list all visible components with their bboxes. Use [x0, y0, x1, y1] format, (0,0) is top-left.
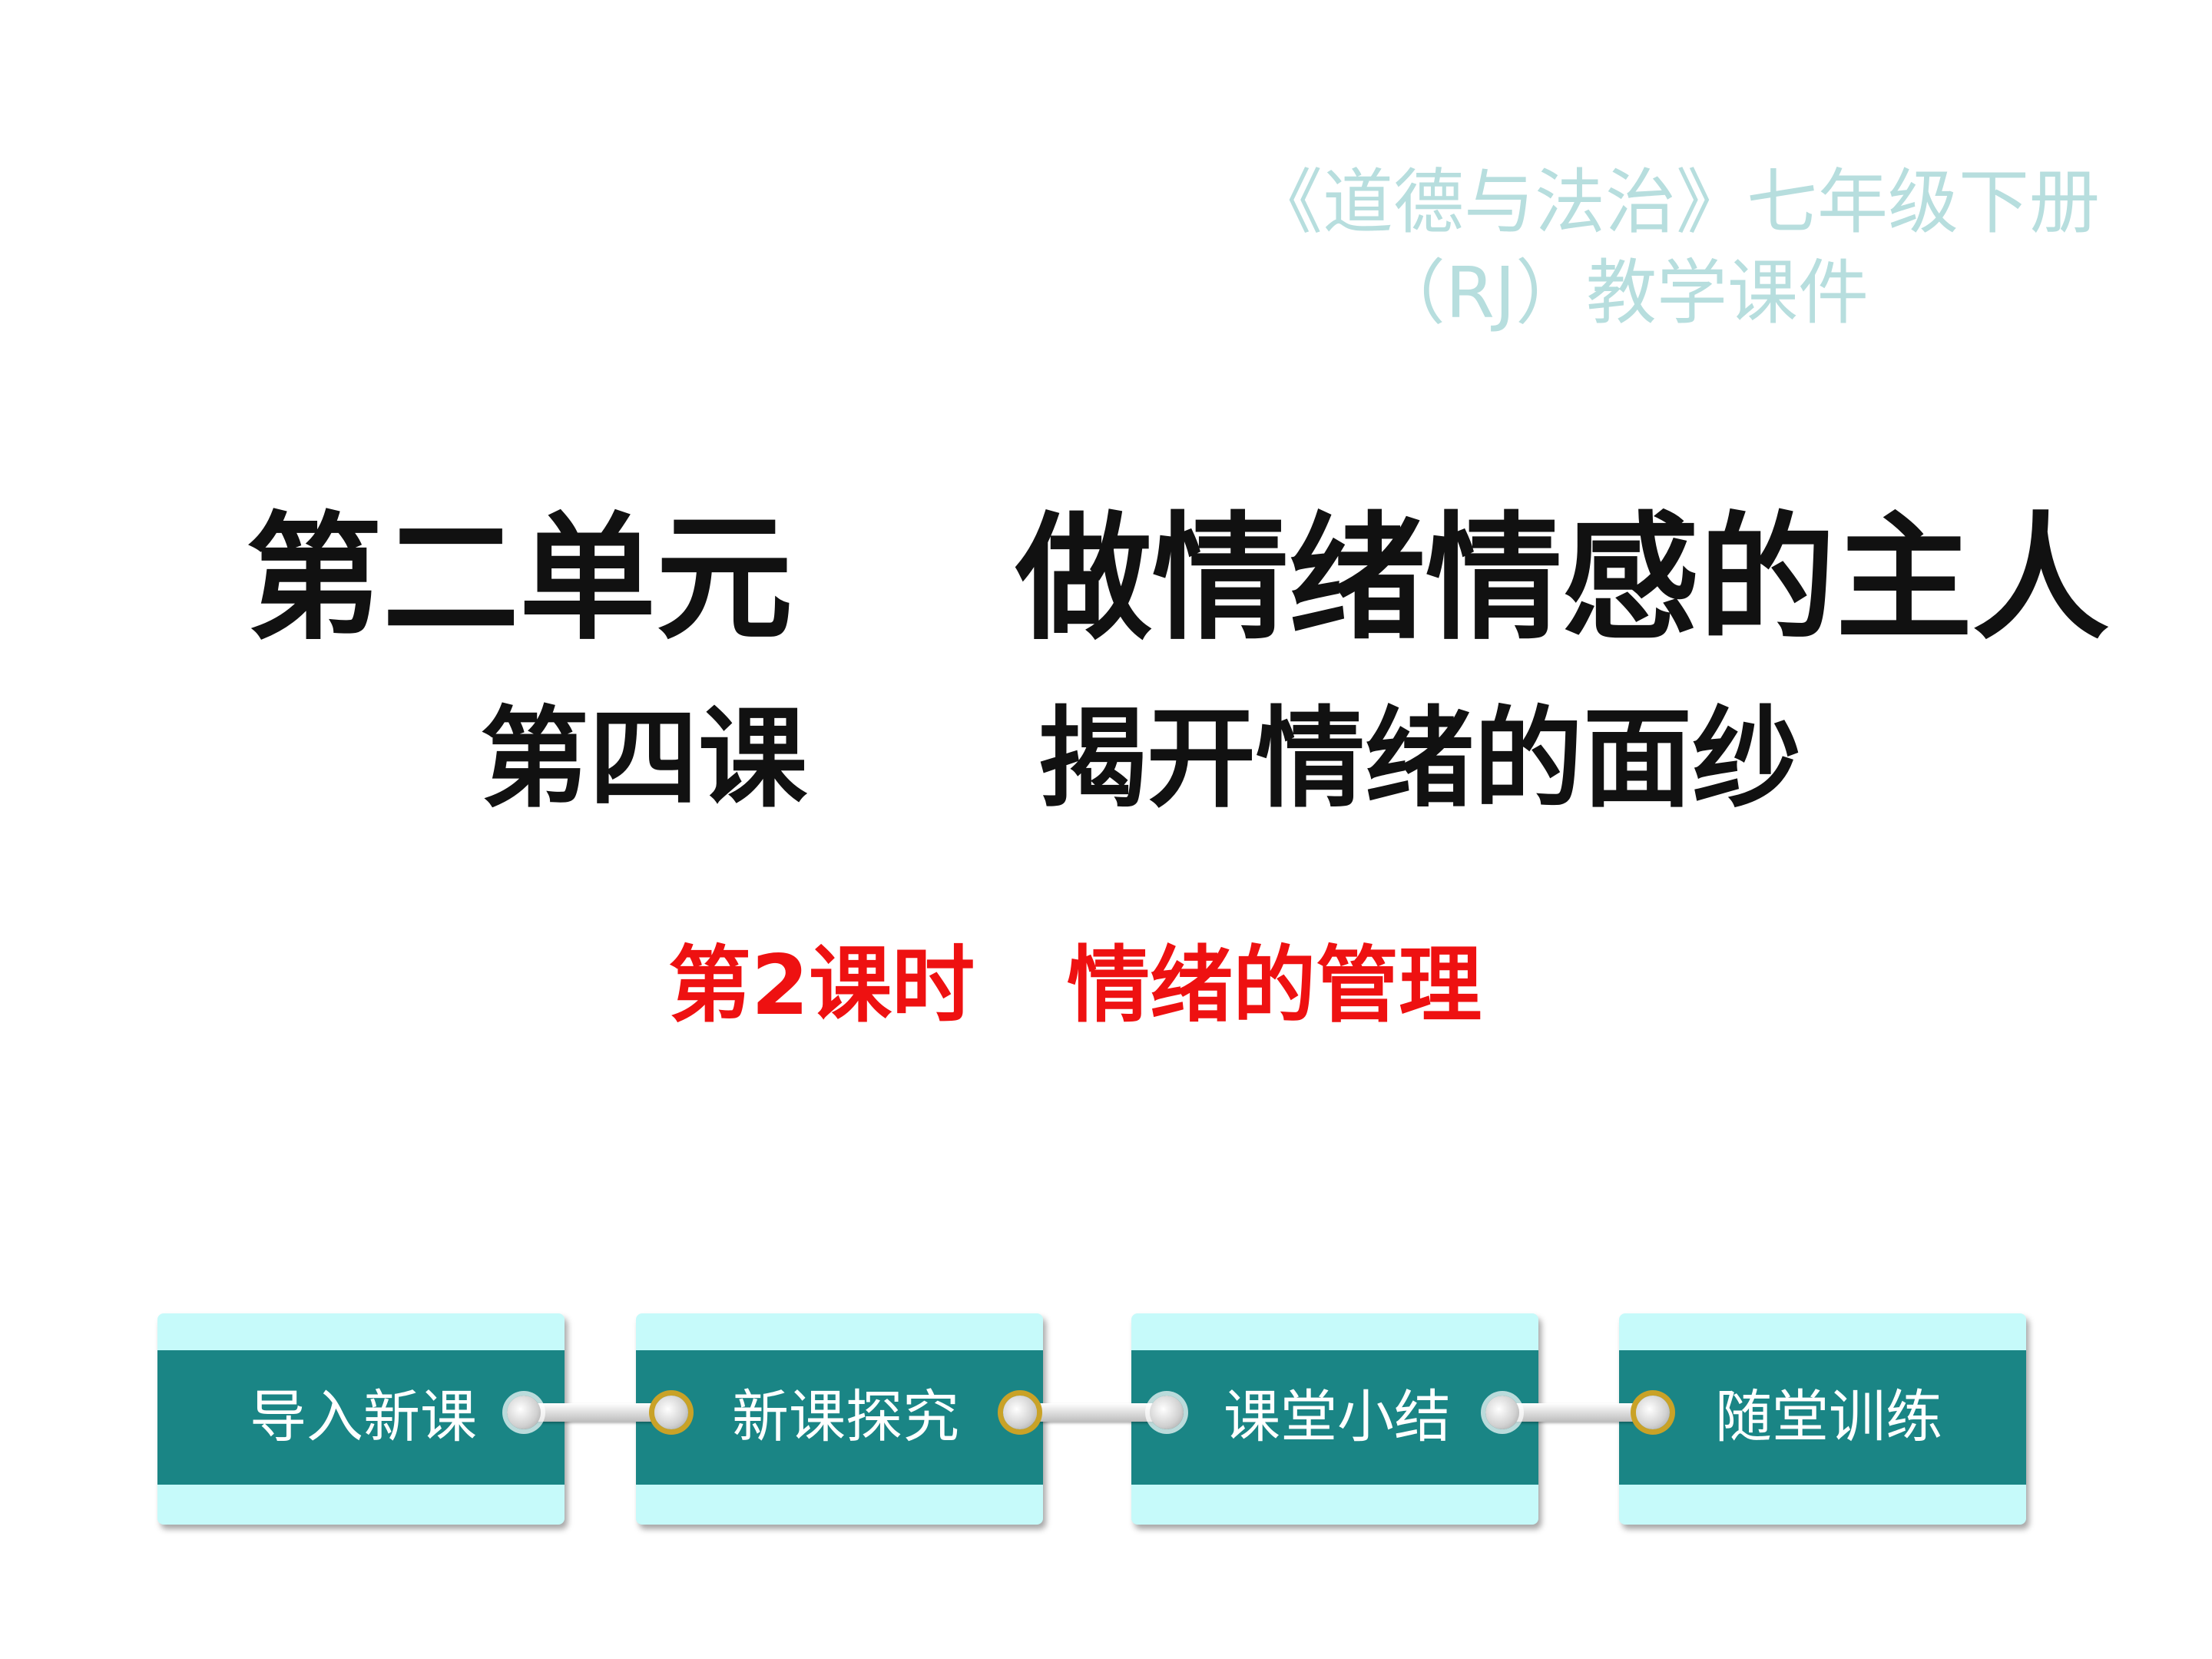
- nav-tab-label: 课堂小结: [1224, 1384, 1451, 1450]
- connector-knob-icon: [507, 1396, 541, 1429]
- unit-title: 第二单元做情绪情感的主人: [246, 511, 2109, 647]
- connector-bar: [1498, 1403, 1659, 1422]
- nav-tab-label: 新课探究: [732, 1384, 959, 1450]
- connector-knob-icon: [1003, 1396, 1037, 1429]
- period-name: 情绪的管理: [1067, 938, 1482, 1034]
- lesson-number: 第四课: [480, 696, 807, 823]
- lesson-title: 第四课揭开情绪的面纱: [480, 705, 1801, 814]
- connector-knob-icon: [654, 1396, 688, 1429]
- nav-tab-explore[interactable]: 新课探究: [636, 1313, 1043, 1525]
- nav-tab-label: 导入新课: [250, 1384, 477, 1450]
- unit-name: 做情绪情感的主人: [1015, 499, 2109, 658]
- period-number: 第2课时: [668, 938, 975, 1034]
- period-title: 第2课时情绪的管理: [668, 945, 1482, 1028]
- nav-tab-summary[interactable]: 课堂小结: [1131, 1313, 1538, 1525]
- connector-knob-icon: [1636, 1396, 1670, 1429]
- lesson-name: 揭开情绪的面纱: [1038, 696, 1801, 823]
- nav-tab-practice[interactable]: 随堂训练: [1619, 1313, 2026, 1525]
- tab-band: [1619, 1350, 2026, 1485]
- connector-bar: [522, 1403, 676, 1422]
- nav-tab-label: 随堂训练: [1715, 1384, 1942, 1450]
- unit-number: 第二单元: [246, 499, 793, 658]
- course-title: 《道德与法治》七年级下册: [1252, 161, 2101, 243]
- tab-band: [157, 1350, 565, 1485]
- tab-band: [636, 1350, 1043, 1485]
- connector-knob-icon: [1485, 1396, 1519, 1429]
- course-subtitle: （RJ）教学课件: [1375, 252, 1869, 334]
- tab-band: [1131, 1350, 1538, 1485]
- nav-tab-intro[interactable]: 导入新课: [157, 1313, 565, 1525]
- connector-knob-icon: [1150, 1396, 1184, 1429]
- connector-bar: [1012, 1403, 1174, 1422]
